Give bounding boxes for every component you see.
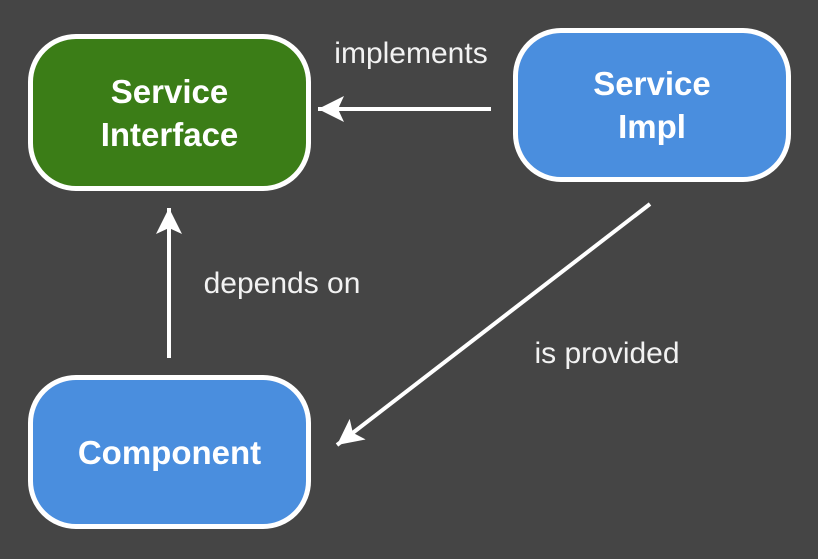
node-component-label-line1: Component [77, 433, 262, 471]
edge-label-implements: implements [334, 37, 488, 70]
node-service-impl: Service Impl [513, 28, 791, 182]
node-service-impl-label-line1: Service [593, 65, 711, 102]
node-component: Component [28, 375, 311, 529]
edge-label-is-provided: is provided [534, 337, 680, 370]
node-service-interface-label-line1: Service [110, 72, 229, 110]
edge-label-depends-on: depends on [203, 267, 361, 300]
node-service-interface-label-line2: Interface [100, 115, 239, 153]
is-provided-arrow-icon [335, 202, 652, 447]
node-service-impl-label-line2: Impl [618, 108, 686, 145]
node-service-interface: Service Interface [28, 34, 311, 191]
